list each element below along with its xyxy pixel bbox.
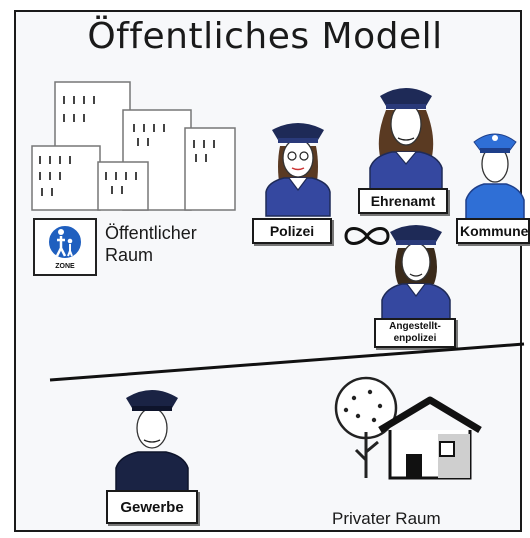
zone-sign-text: ZONE	[55, 263, 75, 270]
buildings-illustration	[31, 81, 236, 211]
tree-and-house-illustration	[334, 376, 482, 480]
kommune-figure	[465, 133, 525, 221]
private-space-label: Privater Raum	[332, 509, 441, 528]
infinity-icon	[344, 227, 390, 245]
role-label-angestelltenpolizei: Angestellt- enpolizei	[374, 318, 456, 348]
role-label-polizei: Polizei	[252, 218, 332, 244]
ehrenamt-figure	[369, 88, 443, 191]
divider-line	[49, 342, 525, 382]
public-space-label-line1: Öffentlicher	[105, 223, 197, 243]
public-space-label: Öffentlicher Raum	[105, 222, 197, 266]
role-label-angestelltenpolizei-line2: enpolizei	[393, 333, 437, 344]
role-label-kommune: Kommune	[456, 218, 530, 244]
zone-sign-icon	[33, 218, 97, 276]
role-label-ehrenamt: Ehrenamt	[358, 188, 448, 214]
public-space-label-line2: Raum	[105, 245, 154, 265]
angestelltenpolizei-figure	[381, 225, 451, 321]
role-label-gewerbe: Gewerbe	[106, 490, 198, 524]
diagram-title: Öffentliches Modell	[87, 16, 443, 57]
gewerbe-figure	[115, 390, 189, 493]
role-label-angestelltenpolizei-line1: Angestellt-	[389, 321, 441, 332]
polizei-figure	[265, 123, 331, 217]
